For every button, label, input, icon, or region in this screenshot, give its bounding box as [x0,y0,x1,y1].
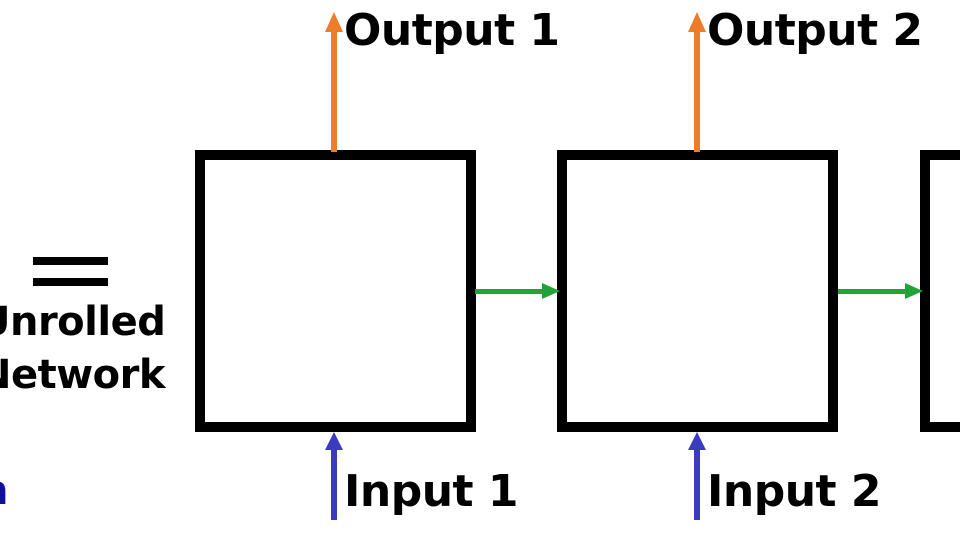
input-label-1: Input 1 [344,466,518,517]
network-cell-2[interactable] [557,150,838,432]
input-arrow-2-icon [688,432,706,520]
output-label-2: Output 2 [707,5,923,56]
recurrent-arrow-1-icon [475,283,560,299]
arrow-shaft [331,30,337,152]
output-arrow-2-icon [688,12,706,152]
arrow-shaft [694,30,700,152]
input-arrow-1-icon [325,432,343,520]
network-cell-3[interactable] [920,150,960,432]
output-label-1: Output 1 [344,5,560,56]
arrow-shaft [694,448,700,520]
arrow-head [325,12,343,32]
equals-bar-top [33,257,108,265]
arrow-shaft [331,448,337,520]
arrow-shaft [475,289,545,294]
caption-line-2: Network [0,351,166,398]
arrow-shaft [838,289,908,294]
clipped-glyph-left-edge: n [0,468,8,514]
recurrent-arrow-2-icon [838,283,923,299]
arrow-head [542,283,560,299]
output-arrow-1-icon [325,12,343,152]
arrow-head [688,432,706,450]
arrow-head [905,283,923,299]
equals-bar-bottom [33,278,108,286]
input-label-2: Input 2 [707,466,881,517]
unrolled-network-caption: Unrolled Network [0,296,188,402]
caption-line-1: Unrolled [0,299,166,345]
equals-sign-icon [33,257,108,286]
arrow-head [325,432,343,450]
arrow-head [688,12,706,32]
network-cell-1[interactable] [195,150,476,432]
